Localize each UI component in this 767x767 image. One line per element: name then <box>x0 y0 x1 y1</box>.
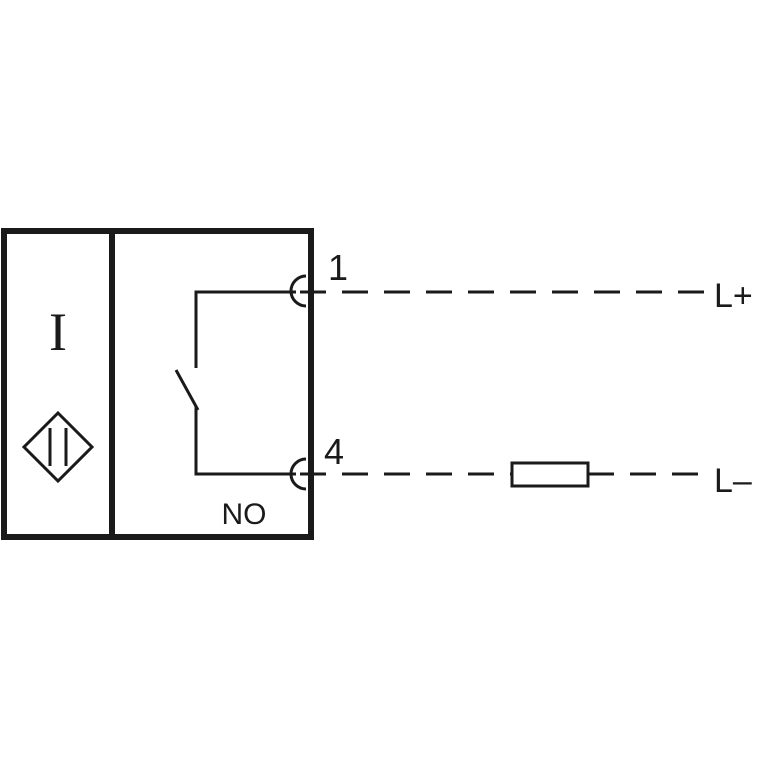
supply-l-plus-label: L+ <box>714 277 753 315</box>
terminal-1-number: 1 <box>328 247 348 288</box>
switch-contact <box>174 290 296 476</box>
inductive-diamond-icon <box>21 410 95 484</box>
terminal-4-connector <box>289 457 307 491</box>
terminal-1-connector <box>289 274 307 308</box>
sensor-type-symbol: I <box>49 302 67 362</box>
sensor-housing <box>1 228 314 540</box>
terminal-4-number: 4 <box>324 431 344 472</box>
contact-type-label: NO <box>222 498 267 531</box>
supply-l-minus-label: L– <box>714 462 752 500</box>
housing-outline <box>1 228 314 540</box>
resistor-load-icon <box>510 461 590 488</box>
